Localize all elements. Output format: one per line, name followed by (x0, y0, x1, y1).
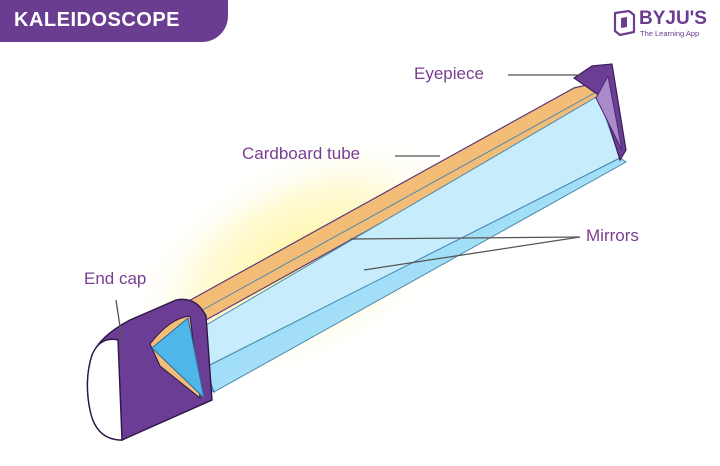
byjus-logo-icon (613, 10, 636, 36)
mirrors-leader-lower (363, 236, 581, 271)
end-cap-leader (115, 299, 123, 341)
logo-name: BYJU'S (639, 8, 707, 29)
label-eyepiece: Eyepiece (414, 64, 484, 83)
eyepiece-window (595, 74, 623, 151)
byjus-logo: BYJU'S The Learning App (612, 8, 716, 40)
label-cardboard-tube: Cardboard tube (242, 144, 361, 163)
logo-tagline: The Learning App (640, 29, 700, 38)
page-title: KALEIDOSCOPE (14, 9, 181, 31)
label-mirrors: Mirrors (586, 226, 639, 245)
end-cap-front (86, 338, 123, 441)
title-banner: KALEIDOSCOPE (0, 0, 228, 42)
mirrors-leader-upper (349, 236, 581, 240)
end-cap-mirror-view (151, 317, 205, 400)
mirror-edge (187, 89, 601, 319)
label-end-cap: End cap (84, 269, 147, 288)
